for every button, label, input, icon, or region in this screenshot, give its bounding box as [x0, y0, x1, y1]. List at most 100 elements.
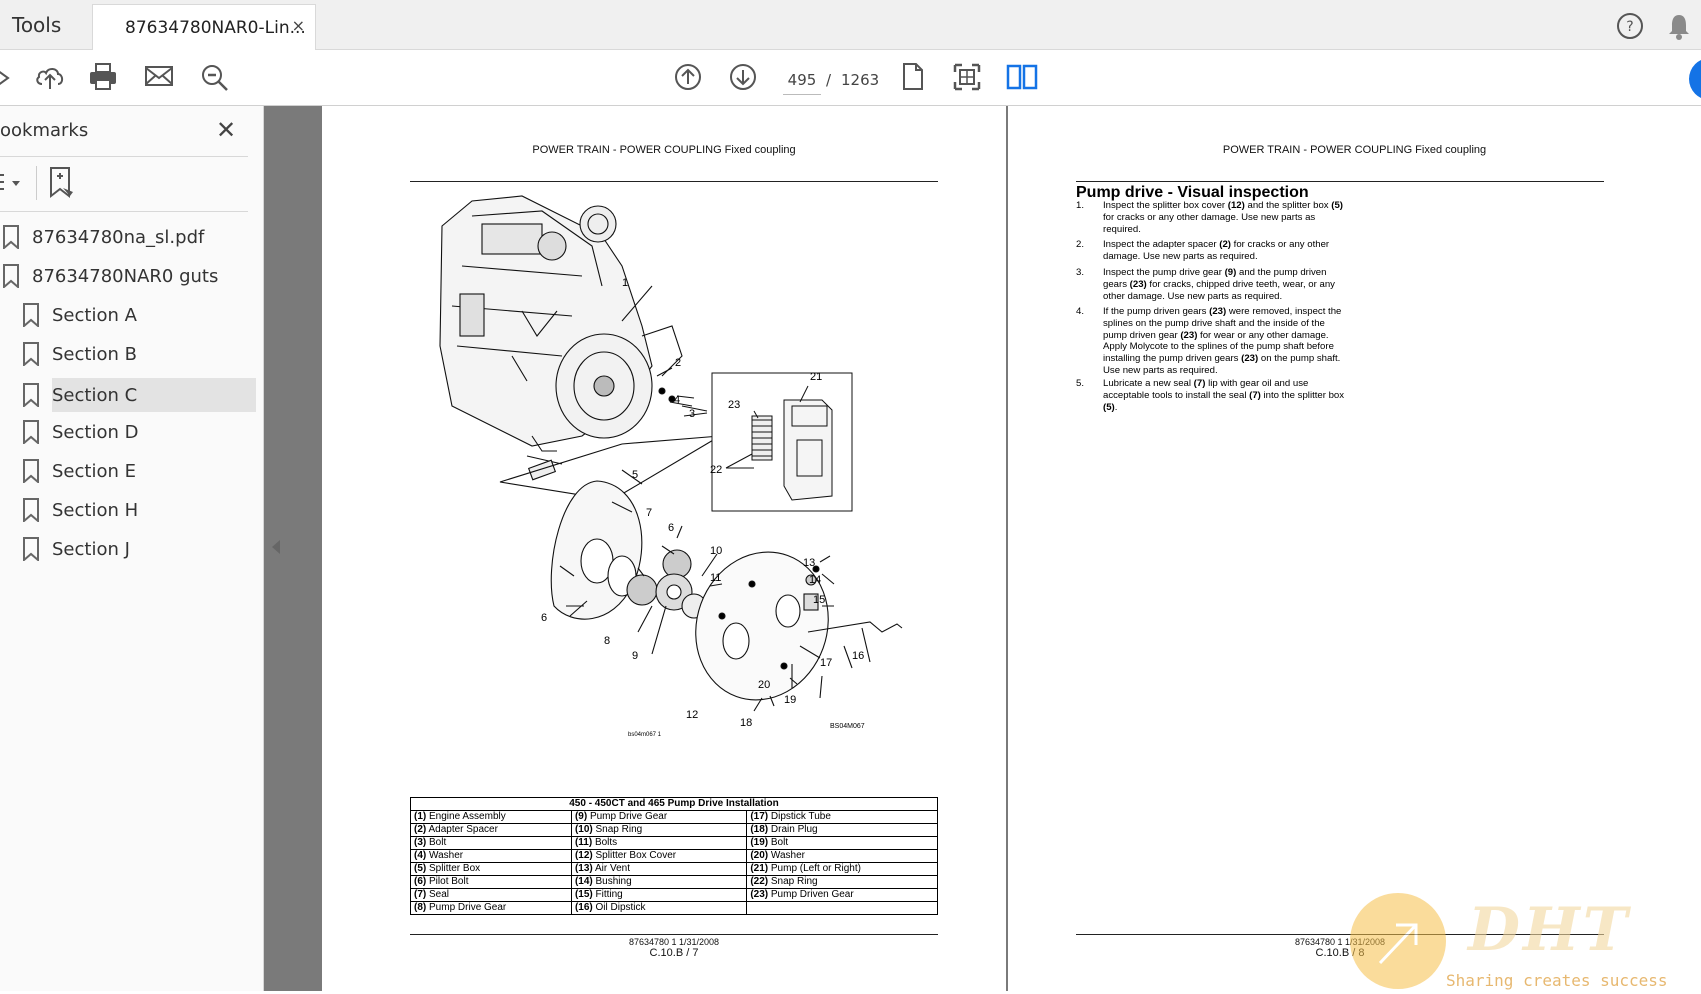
- bookmark-item[interactable]: Section D: [22, 415, 138, 449]
- bookmark-icon: [23, 303, 39, 327]
- page-up-icon[interactable]: [674, 63, 702, 91]
- callout-18: 18: [740, 717, 752, 729]
- tab-tools[interactable]: Tools: [0, 0, 92, 50]
- tab-document[interactable]: 87634780NAR0-Lin... ×: [92, 4, 316, 50]
- part-number: (13): [574, 863, 593, 874]
- part-name: Engine Assembly: [426, 811, 506, 822]
- table-cell: (10) Snap Ring: [570, 823, 748, 837]
- zoom-icon[interactable]: [199, 62, 231, 94]
- bookmark-item[interactable]: Section B: [22, 337, 137, 371]
- table-cell: (3) Bolt: [410, 836, 572, 850]
- part-name: Bushing: [592, 876, 632, 887]
- print-icon[interactable]: [88, 62, 118, 92]
- watermark-tagline: Sharing creates success: [1446, 971, 1668, 990]
- part-name: Washer: [426, 850, 464, 861]
- new-bookmark-icon[interactable]: [48, 166, 76, 200]
- table-cell: (22) Snap Ring: [746, 875, 938, 889]
- part-number: (6): [414, 876, 427, 887]
- callout-10: 10: [710, 545, 722, 557]
- two-page-icon[interactable]: [1006, 63, 1038, 91]
- bookmark-item[interactable]: 87634780na_sl.pdf: [2, 220, 204, 254]
- callout-16: 16: [852, 650, 864, 662]
- part-name: Washer: [768, 850, 805, 861]
- bookmark-icon: [23, 420, 39, 444]
- inspection-step: 3.Inspect the pump drive gear (9) and th…: [1076, 267, 1346, 302]
- close-panel-icon[interactable]: ✕: [216, 117, 237, 144]
- step-number: 4.: [1076, 306, 1085, 317]
- part-number: (1): [414, 811, 427, 822]
- table-row: (8) Pump Drive Gear(16) Oil Dipstick: [410, 901, 938, 915]
- callout-13: 13: [803, 557, 815, 569]
- table-row: (4) Washer(12) Splitter Box Cover(20) Wa…: [410, 849, 938, 863]
- step-text: Lubricate a new seal (7) lip with gear o…: [1103, 378, 1345, 413]
- close-tab-icon[interactable]: ×: [291, 16, 305, 35]
- bookmark-item[interactable]: Section H: [22, 493, 138, 527]
- step-number: 3.: [1076, 267, 1085, 278]
- help-icon[interactable]: ?: [1616, 12, 1644, 40]
- table-cell: (12) Splitter Box Cover: [570, 849, 748, 863]
- bookmark-item[interactable]: 87634780NAR0 guts: [2, 259, 218, 293]
- part-number: (22): [750, 876, 769, 887]
- bookmark-label: 87634780na_sl.pdf: [32, 226, 205, 248]
- callout-9: 9: [632, 650, 638, 662]
- part-number: (21): [750, 863, 769, 874]
- table-cell: (2) Adapter Spacer: [410, 823, 572, 837]
- part-number: (3): [414, 837, 427, 848]
- table-cell: (9) Pump Drive Gear: [570, 810, 748, 824]
- callout-14: 14: [809, 574, 821, 586]
- options-menu-icon[interactable]: [0, 170, 28, 196]
- mail-icon[interactable]: [144, 64, 174, 88]
- bookmark-item-selected[interactable]: Section C: [22, 378, 137, 412]
- table-row: (2) Adapter Spacer(10) Snap Ring(18) Dra…: [410, 823, 938, 837]
- callout-15: 15: [813, 594, 825, 606]
- bookmark-item[interactable]: Section E: [22, 454, 136, 488]
- single-page-icon[interactable]: [901, 62, 925, 92]
- part-number: (8): [414, 902, 427, 913]
- bookmark-item[interactable]: Section J: [22, 532, 130, 566]
- table-row: (7) Seal(15) Fitting(23) Pump Driven Gea…: [410, 888, 938, 902]
- callout-7: 7: [646, 507, 652, 519]
- callout-8: 8: [604, 635, 610, 647]
- selected-highlight: [52, 378, 256, 412]
- page-number-input[interactable]: 495: [783, 66, 821, 95]
- fit-page-icon[interactable]: [951, 61, 983, 93]
- divider: [0, 211, 248, 212]
- table-cell: (20) Washer: [746, 849, 938, 863]
- bookmark-icon: [3, 264, 19, 288]
- bell-icon[interactable]: [1666, 12, 1692, 40]
- bookmark-icon: [23, 342, 39, 366]
- part-name: Pump (Left or Right): [768, 863, 861, 874]
- watermark-brand: DHT: [1468, 895, 1631, 965]
- bookmark-item[interactable]: Section A: [22, 298, 137, 332]
- parts-table: 450 - 450CT and 465 Pump Drive Installat…: [410, 797, 938, 915]
- part-number: (9): [574, 811, 588, 822]
- cloud-upload-icon[interactable]: [34, 62, 66, 92]
- table-cell: (21) Pump (Left or Right): [746, 862, 938, 876]
- star-icon[interactable]: [0, 66, 12, 92]
- collapse-panel-icon[interactable]: [272, 540, 280, 554]
- step-text: Inspect the splitter box cover (12) and …: [1103, 200, 1343, 235]
- figure-code-small: bs04m067 1: [628, 732, 662, 738]
- table-cell: (13) Air Vent: [570, 862, 748, 876]
- part-name: Bolts: [592, 837, 618, 848]
- profile-button[interactable]: [1688, 56, 1701, 102]
- bookmark-label: Section J: [52, 538, 130, 560]
- callout-4: 4: [674, 394, 680, 406]
- callout-2: 2: [675, 357, 681, 369]
- bookmark-icon: [23, 498, 39, 522]
- page-separator: /: [826, 71, 832, 89]
- document-viewer[interactable]: POWER TRAIN - POWER COUPLING Fixed coupl…: [264, 106, 1701, 991]
- part-number: (5): [414, 863, 427, 874]
- part-number: (14): [574, 876, 593, 887]
- bookmark-icon: [23, 383, 39, 407]
- svg-text:?: ?: [1626, 19, 1633, 35]
- bookmarks-title: ookmarks: [0, 120, 89, 141]
- step-number: 5.: [1076, 378, 1085, 389]
- table-cell: (18) Drain Plug: [746, 823, 938, 837]
- part-number: (10): [574, 824, 593, 835]
- callout-6: 6: [668, 522, 674, 534]
- inspection-step: 2.Inspect the adapter spacer (2) for cra…: [1076, 239, 1346, 263]
- tab-bar: Tools 87634780NAR0-Lin... × ?: [0, 0, 1701, 50]
- page-down-icon[interactable]: [729, 63, 757, 91]
- callout-20: 20: [758, 679, 770, 691]
